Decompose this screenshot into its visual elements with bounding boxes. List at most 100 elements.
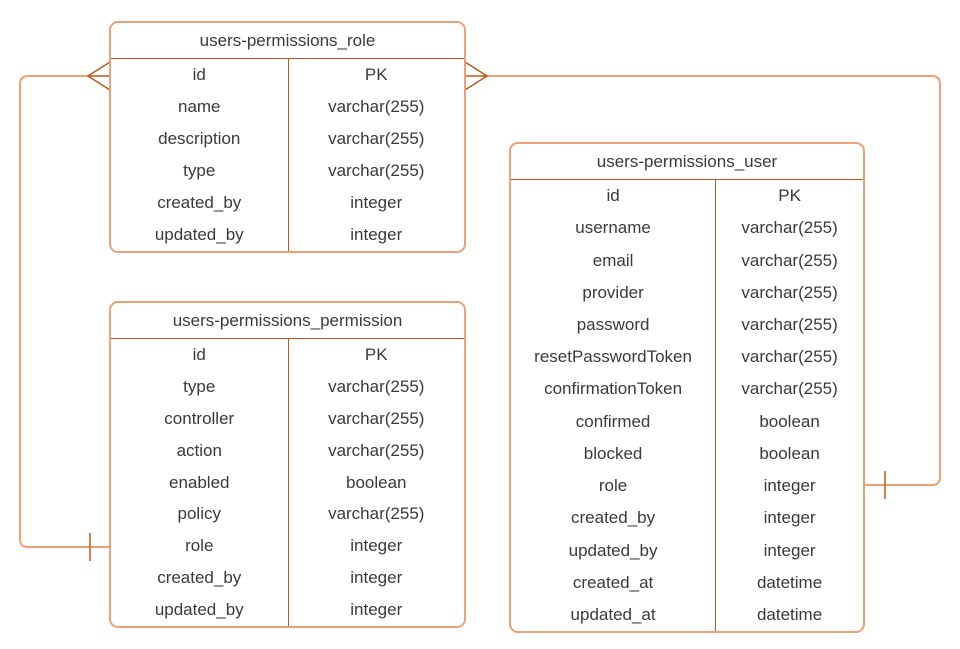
field-name: updated_by <box>111 219 289 251</box>
table-row: action varchar(255) <box>111 434 464 467</box>
field-name: confirmationToken <box>511 373 717 406</box>
field-name: updated_at <box>511 598 717 632</box>
field-name: confirmed <box>511 405 717 438</box>
field-type: varchar(255) <box>328 408 425 428</box>
table-row: updated_by integer <box>111 219 464 251</box>
field-type: PK <box>364 65 388 84</box>
table-row: blocked boolean <box>511 437 863 470</box>
table-row: created_by integer <box>111 187 464 219</box>
field-name: id <box>511 180 717 213</box>
field-type: varchar(255) <box>328 97 425 116</box>
field-name: created_by <box>111 187 289 219</box>
field-type: PK <box>364 344 388 364</box>
field-name: description <box>111 123 289 155</box>
field-type: varchar(255) <box>741 347 838 367</box>
table-row: resetPasswordToken varchar(255) <box>511 341 863 374</box>
table-row: description varchar(255) <box>111 123 464 155</box>
field-type: varchar(255) <box>741 314 838 334</box>
field-name: email <box>511 244 717 277</box>
field-type: varchar(255) <box>328 129 425 148</box>
field-type: datetime <box>756 572 823 592</box>
entity-table-users-permissions-permission[interactable]: users-permissions_permission id PK type … <box>109 301 466 628</box>
field-name: role <box>511 469 717 503</box>
table-body: id PK name varchar(255) description varc… <box>111 59 464 251</box>
table-row: password varchar(255) <box>511 308 863 342</box>
field-type: integer <box>350 536 403 556</box>
field-name: created_by <box>111 562 289 595</box>
table-title: users-permissions_permission <box>111 303 464 339</box>
field-name: name <box>111 91 289 123</box>
table-row: controller varchar(255) <box>111 402 464 435</box>
table-row: confirmationToken varchar(255) <box>511 373 863 406</box>
field-type: integer <box>350 600 403 620</box>
field-type: integer <box>350 225 403 244</box>
table-row: created_by integer <box>111 562 464 595</box>
field-name: provider <box>511 276 717 309</box>
entity-table-users-permissions-user[interactable]: users-permissions_user id PK username va… <box>509 142 865 633</box>
table-row: created_at datetime <box>511 566 863 599</box>
table-row: id PK <box>111 59 464 91</box>
field-name: type <box>111 155 289 187</box>
table-row: email varchar(255) <box>511 244 863 277</box>
field-type: varchar(255) <box>741 250 838 270</box>
field-type: boolean <box>759 411 820 431</box>
field-name: id <box>111 339 289 371</box>
connector-role-user[interactable] <box>464 61 941 499</box>
table-title: users-permissions_user <box>511 144 863 180</box>
table-row: role integer <box>511 469 863 503</box>
table-row: confirmed boolean <box>511 405 863 438</box>
field-name: created_by <box>511 502 717 535</box>
table-row: provider varchar(255) <box>511 276 863 309</box>
field-type: varchar(255) <box>328 440 425 460</box>
table-row: type varchar(255) <box>111 155 464 187</box>
field-type: datetime <box>756 604 823 624</box>
table-row: type varchar(255) <box>111 370 464 403</box>
connector-role-permission[interactable] <box>19 61 111 561</box>
field-name: blocked <box>511 437 717 470</box>
table-row: name varchar(255) <box>111 91 464 123</box>
field-type: integer <box>350 193 403 212</box>
field-type: boolean <box>759 443 820 463</box>
table-row: policy varchar(255) <box>111 498 464 531</box>
field-name: controller <box>111 402 289 435</box>
table-row: enabled boolean <box>111 466 464 499</box>
field-name: created_at <box>511 566 717 599</box>
field-name: id <box>111 59 289 91</box>
field-name: resetPasswordToken <box>511 341 717 374</box>
field-name: updated_by <box>511 534 717 567</box>
field-name: updated_by <box>111 594 289 627</box>
crow-foot-many-icon <box>86 61 111 91</box>
field-type: varchar(255) <box>741 379 838 399</box>
table-row: role integer <box>111 530 464 563</box>
field-type: integer <box>763 540 816 560</box>
field-name: password <box>511 308 717 342</box>
table-body: id PK type varchar(255) controller varch… <box>111 339 464 627</box>
field-type: varchar(255) <box>328 376 425 396</box>
field-name: action <box>111 434 289 467</box>
table-row: username varchar(255) <box>511 212 863 245</box>
field-name: enabled <box>111 466 289 499</box>
field-type: boolean <box>345 472 407 492</box>
entity-table-users-permissions-role[interactable]: users-permissions_role id PK name varcha… <box>109 21 466 253</box>
field-type: varchar(255) <box>741 282 838 302</box>
field-name: role <box>111 530 289 563</box>
table-body: id PK username varchar(255) email varcha… <box>511 180 863 632</box>
table-title: users-permissions_role <box>111 23 464 59</box>
table-row: updated_by integer <box>111 594 464 627</box>
table-row: updated_at datetime <box>511 598 863 632</box>
field-type: varchar(255) <box>741 218 838 238</box>
field-type: varchar(255) <box>328 161 425 180</box>
table-row: updated_by integer <box>511 534 863 567</box>
table-row: created_by integer <box>511 502 863 535</box>
table-row: id PK <box>511 180 863 213</box>
field-name: username <box>511 212 717 245</box>
field-type: integer <box>350 568 403 588</box>
field-name: policy <box>111 498 289 531</box>
field-type: integer <box>763 476 816 496</box>
field-type: PK <box>778 186 801 206</box>
field-type: integer <box>763 508 816 528</box>
crow-foot-many-icon <box>464 61 489 91</box>
table-row: id PK <box>111 339 464 371</box>
